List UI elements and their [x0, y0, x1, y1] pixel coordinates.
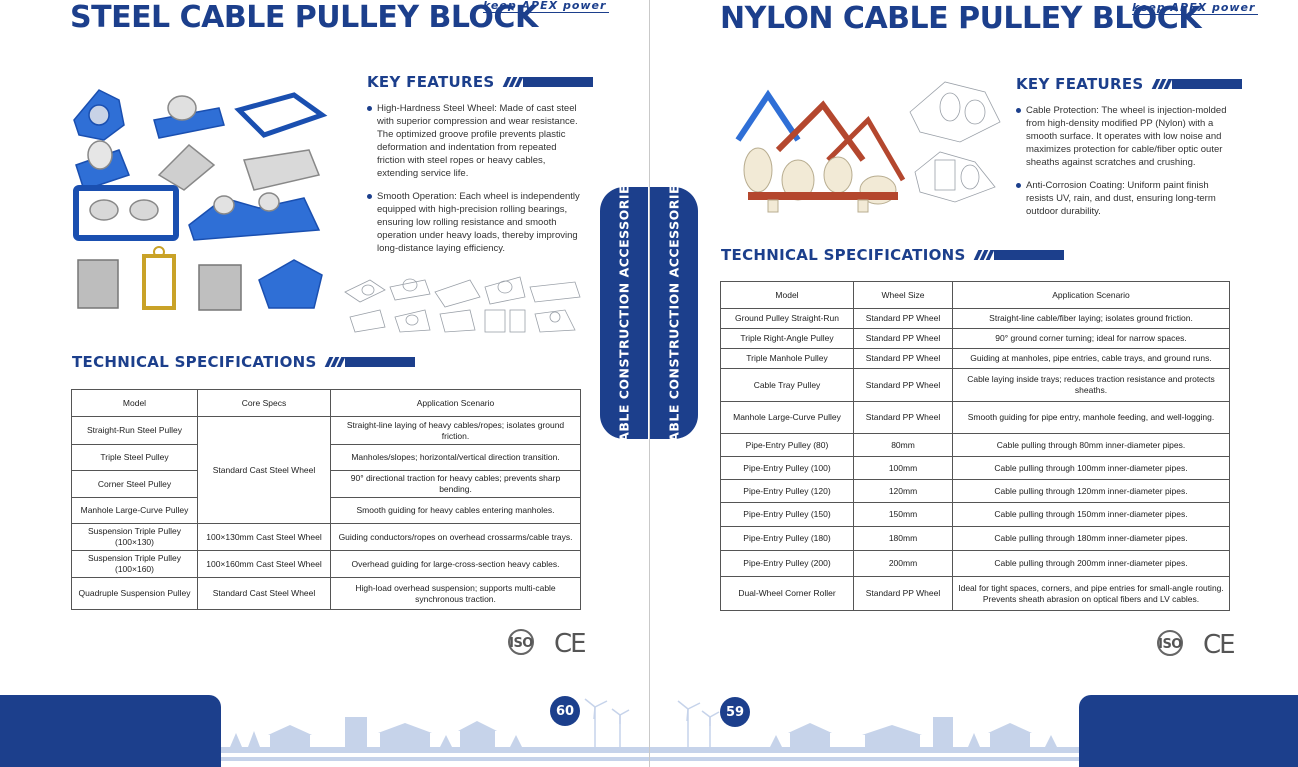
certification-marks: ISO CE [1151, 630, 1236, 660]
steel-pulley-product-photos [73, 89, 328, 311]
table-row: Quadruple Suspension Pulley Standard Cas… [71, 577, 581, 610]
right-page: NYLON CABLE PULLEY BLOCK keep APEX power… [649, 0, 1298, 767]
heading-stripes [502, 77, 593, 87]
heading-stripes [324, 357, 415, 367]
certification-marks: ISO CE [502, 629, 587, 659]
wind-turbine-icon [677, 700, 720, 747]
table-row: Suspension Triple Pulley (100×130) 100×1… [71, 523, 581, 551]
nylon-spec-table: Model Wheel Size Application Scenario Gr… [720, 281, 1230, 611]
iso-certification-icon: ISO [502, 629, 540, 659]
feature-item: High-Hardness Steel Wheel: Made of cast … [367, 102, 585, 180]
column-header: Application Scenario [330, 389, 581, 417]
brand-slogan: keep APEX power [1132, 1, 1256, 14]
feature-item: Anti-Corrosion Coating: Uniform paint fi… [1016, 179, 1232, 218]
footer-scenery [650, 700, 1080, 761]
page-number: 60 [550, 696, 580, 726]
page-title: NYLON CABLE PULLEY BLOCK [720, 1, 1202, 36]
key-features-heading: KEY FEATURES [1016, 75, 1242, 93]
wind-turbine-icon [584, 698, 630, 747]
column-header: Core Specs [197, 389, 331, 417]
tree-icon [770, 735, 782, 747]
column-header: Model [720, 281, 854, 309]
ce-certification-icon: CE [554, 629, 587, 659]
feature-item: Smooth Operation: Each wheel is independ… [367, 190, 585, 255]
table-row: Straight-Run Steel Pulley Standard Cast … [71, 416, 581, 524]
ce-certification-icon: CE [1203, 630, 1236, 660]
heading-stripes [1151, 79, 1242, 89]
key-features-list: High-Hardness Steel Wheel: Made of cast … [367, 102, 585, 265]
slogan-underline [1132, 14, 1258, 15]
left-page: STEEL CABLE PULLEY BLOCK keep APEX power [0, 0, 649, 767]
feature-item: Cable Protection: The wheel is injection… [1016, 104, 1232, 169]
section-side-tab: CABLE CONSTRUCTION ACCESSORIES [600, 175, 648, 451]
house-icon [270, 735, 310, 747]
column-header: Wheel Size [853, 281, 953, 309]
footer-band [0, 695, 221, 767]
merged-spec-cell: Standard Cast Steel Wheel [197, 416, 331, 524]
pulley-line-drawings [344, 276, 581, 333]
table-row: Manhole Large-Curve Pulley Smooth guidin… [71, 497, 581, 524]
slogan-underline [483, 12, 609, 13]
steel-spec-table: Model Core Specs Application Scenario St… [71, 389, 581, 610]
footer-scenery [220, 698, 649, 761]
column-header: Application Scenario [952, 281, 1230, 309]
key-features-list: Cable Protection: The wheel is injection… [1016, 104, 1232, 228]
table-row: Suspension Triple Pulley (100×160) 100×1… [71, 550, 581, 578]
nylon-pulley-product-photo [735, 89, 906, 213]
footer-band [1079, 695, 1298, 767]
page-title: STEEL CABLE PULLEY BLOCK [70, 0, 538, 35]
iso-certification-icon: ISO [1151, 630, 1189, 660]
section-side-tab: CABLE CONSTRUCTION ACCESSORIES [650, 175, 698, 451]
column-header: Model [71, 389, 198, 417]
nylon-pulley-line-drawings [909, 81, 1001, 203]
heading-stripes [973, 250, 1064, 260]
table-row: Triple Steel Pulley Manholes/slopes; hor… [71, 444, 581, 471]
key-features-heading: KEY FEATURES [367, 73, 593, 91]
brand-slogan: keep APEX power [483, 0, 607, 12]
house-icon [790, 733, 830, 747]
tree-icon [230, 733, 242, 747]
tree-icon [248, 731, 260, 747]
tech-specs-heading: TECHNICAL SPECIFICATIONS [721, 246, 1064, 264]
tech-specs-heading: TECHNICAL SPECIFICATIONS [72, 353, 415, 371]
page-number: 59 [720, 697, 750, 727]
